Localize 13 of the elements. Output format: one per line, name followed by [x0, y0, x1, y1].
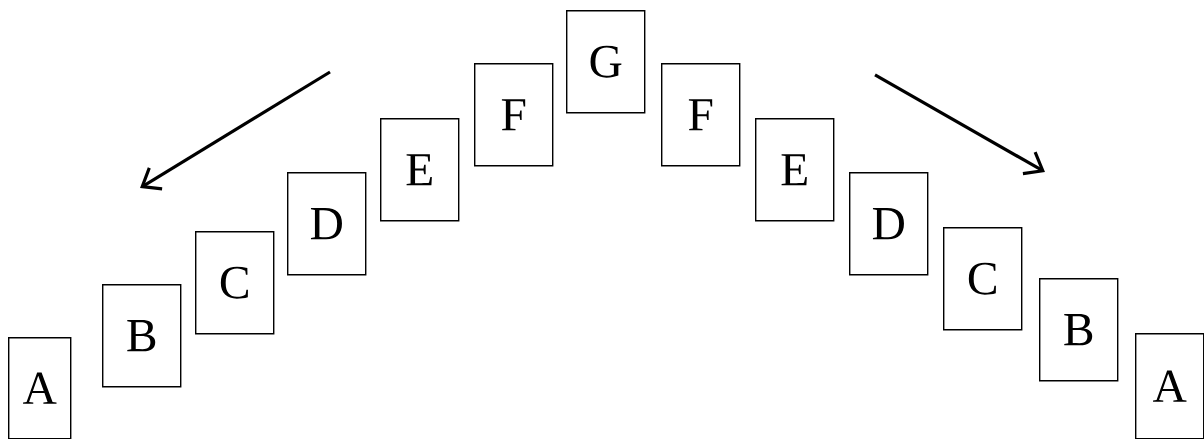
letter-box: D [849, 172, 929, 276]
letter-box: A [8, 337, 72, 439]
letter-box: B [102, 284, 182, 388]
letter-box: E [755, 118, 835, 222]
letter-box: C [943, 227, 1023, 331]
letter-box: F [474, 63, 554, 167]
letter-box: F [661, 63, 741, 167]
letter-box: C [195, 231, 275, 335]
letter-box: E [380, 118, 460, 222]
letter-box: G [566, 10, 646, 114]
letter-box: D [287, 172, 367, 276]
letter-box: B [1039, 278, 1119, 382]
letter-box: A [1135, 333, 1204, 439]
